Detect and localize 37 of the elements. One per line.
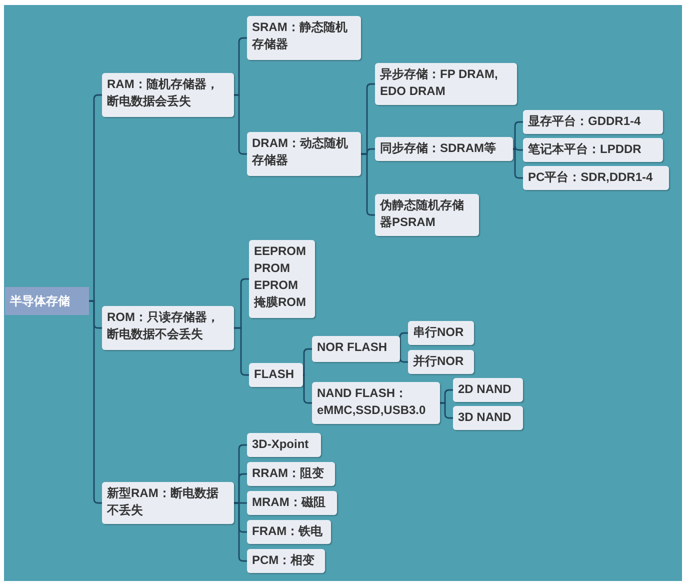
connector-line <box>234 327 249 376</box>
connector-line <box>513 148 523 179</box>
topic-box: PCM：相变 <box>247 549 325 573</box>
topic-box: NOR FLASH <box>312 336 400 362</box>
topic-box: ROM：只读存储器，断电数据不会丢失 <box>102 306 234 350</box>
connector-line <box>361 153 375 216</box>
topic-box: 显存平台：GDDR1-4 <box>523 110 663 134</box>
topic-box: FRAM：铁电 <box>247 520 331 544</box>
topic-box: 同步存储：SDRAM等 <box>375 137 513 161</box>
connector-line <box>440 402 453 419</box>
topic-box: 并行NOR <box>408 350 474 374</box>
topic-box: MRAM：磁阻 <box>247 491 337 515</box>
topic-box: 3D NAND <box>453 406 523 430</box>
topic-box: DRAM：动态随机存储器 <box>247 132 361 176</box>
connector-line <box>89 300 102 504</box>
topic-box: 3D-Xpoint <box>247 433 321 457</box>
topic-box: EEPROM PROM EPROM 掩膜ROM <box>249 240 315 318</box>
topic-box: 异步存储：FP DRAM, EDO DRAM <box>375 63 517 105</box>
connector-line <box>302 374 312 404</box>
topic-box: FLASH <box>249 363 303 387</box>
topic-box: 串行NOR <box>408 321 474 345</box>
connector-line <box>302 348 312 376</box>
connector-line <box>234 94 247 155</box>
topic-box: 2D NAND <box>453 378 523 402</box>
root-topic: 半导体存储 <box>5 287 89 315</box>
topic-box: RAM：随机存储器，断电数据会丢失 <box>102 73 234 117</box>
topic-box: 伪静态随机存储器PSRAM <box>375 194 479 236</box>
connector-line <box>513 145 523 151</box>
topic-box: RRAM：阻变 <box>247 462 335 486</box>
topic-box: SRAM：静态随机存储器 <box>247 16 361 60</box>
connector-line <box>234 502 247 562</box>
topic-box: NAND FLASH：eMMC,SSD,USB3.0 <box>312 382 440 424</box>
topic-box: 笔记本平台：LPDDR <box>523 138 663 162</box>
topic-box: PC平台：SDR,DDR1-4 <box>523 166 669 190</box>
topic-box: 新型RAM：断电数据不丢失 <box>102 482 234 524</box>
connector-line <box>399 332 408 350</box>
connector-line <box>399 348 408 363</box>
